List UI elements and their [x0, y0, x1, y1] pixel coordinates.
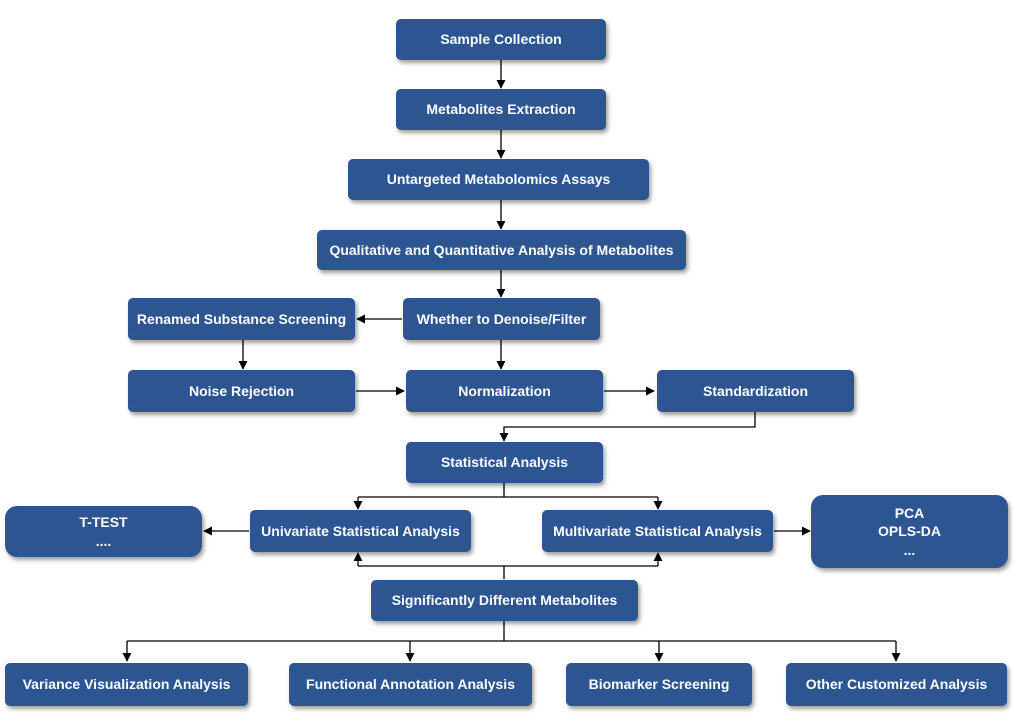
statistical-analysis-node: Statistical Analysis — [406, 442, 603, 483]
normalization-node: Normalization — [406, 370, 603, 412]
univariate-analysis-node: Univariate Statistical Analysis — [250, 510, 471, 552]
functional-annotation-node: Functional Annotation Analysis — [289, 663, 532, 706]
pca-node: PCA OPLS-DA ... — [811, 495, 1008, 568]
variance-visualization-node: Variance Visualization Analysis — [5, 663, 248, 706]
standardization-node: Standardization — [657, 370, 854, 412]
pca-line-2: OPLS-DA — [878, 523, 941, 540]
noise-rejection-node: Noise Rejection — [128, 370, 355, 412]
multivariate-analysis-node: Multivariate Statistical Analysis — [542, 510, 773, 552]
biomarker-screening-node: Biomarker Screening — [566, 663, 752, 706]
sample-collection-node: Sample Collection — [396, 19, 606, 60]
ttest-line-2: .... — [95, 532, 112, 549]
pca-line-3: ... — [903, 541, 916, 558]
untargeted-assays-node: Untargeted Metabolomics Assays — [348, 159, 649, 200]
other-customized-node: Other Customized Analysis — [786, 663, 1007, 706]
ttest-node: T-TEST .... — [5, 506, 202, 557]
significant-metabolites-node: Significantly Different Metabolites — [371, 580, 638, 621]
pca-line-1: PCA — [894, 505, 925, 522]
qual-quant-analysis-node: Qualitative and Quantitative Analysis of… — [317, 230, 686, 270]
denoise-filter-node: Whether to Denoise/Filter — [403, 298, 600, 340]
arrow-standardization-to-statistical — [499, 412, 756, 442]
metabolites-extraction-node: Metabolites Extraction — [396, 89, 606, 130]
renamed-screening-node: Renamed Substance Screening — [128, 298, 355, 340]
ttest-line-1: T-TEST — [79, 514, 128, 531]
